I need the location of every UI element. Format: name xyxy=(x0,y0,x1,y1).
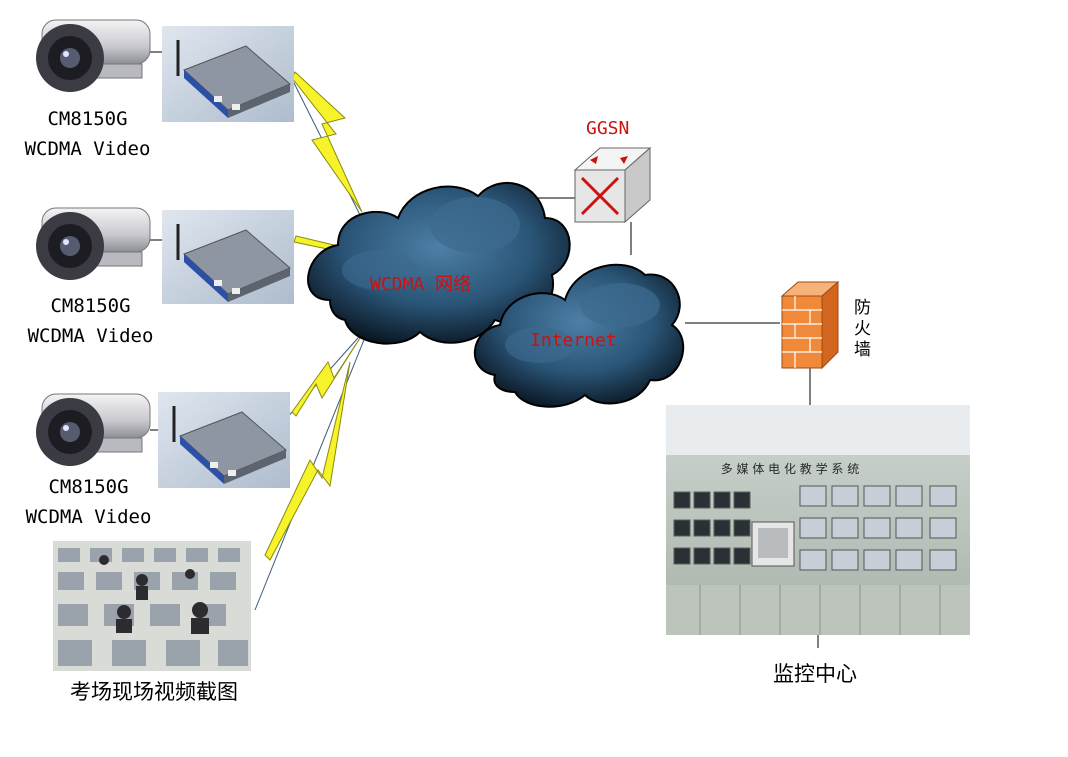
internet-cloud xyxy=(473,263,685,408)
camera-model: CM8150G xyxy=(48,476,129,498)
wcdma-router-icon xyxy=(158,392,290,488)
camera-desc: WCDMA Video xyxy=(24,138,151,160)
camera-desc: WCDMA Video xyxy=(25,506,152,528)
lightning-bolt-icon xyxy=(264,361,351,561)
firewall-char: 防 xyxy=(854,298,871,318)
firewall-label: 防 火 墙 xyxy=(854,298,871,361)
wcdma-router-icon xyxy=(162,26,294,122)
exam-room-photo xyxy=(53,541,251,671)
monitor-wall-text: 多 媒 体 电 化 教 学 系 统 xyxy=(721,461,860,476)
camera-label-3: CM8150G WCDMA Video xyxy=(11,472,166,532)
camera-model: CM8150G xyxy=(47,108,128,130)
camera-label-1: CM8150G WCDMA Video xyxy=(10,104,165,164)
ggsn-router-icon xyxy=(573,146,652,224)
lightning-bolt-icon xyxy=(291,337,361,417)
firewall-icon xyxy=(780,280,840,370)
firewall-char: 墙 xyxy=(854,340,871,360)
lightning-bolt-icon xyxy=(291,71,363,213)
camera-desc: WCDMA Video xyxy=(27,325,154,347)
camera-icon xyxy=(36,207,151,280)
wcdma-network-label: WCDMA 网络 xyxy=(370,274,472,295)
firewall-char: 火 xyxy=(854,319,871,339)
camera-icon xyxy=(36,19,151,92)
monitor-center-caption: 监控中心 xyxy=(773,662,857,686)
wcdma-network-cloud xyxy=(307,181,571,345)
camera-label-2: CM8150G WCDMA Video xyxy=(13,291,168,351)
ggsn-label: GGSN xyxy=(586,118,630,139)
internet-label: Internet xyxy=(530,330,617,351)
wcdma-router-icon xyxy=(162,210,294,304)
monitoring-center-photo: 多 媒 体 电 化 教 学 系 统 xyxy=(666,405,970,635)
camera-icon xyxy=(36,393,151,466)
camera-model: CM8150G xyxy=(50,295,131,317)
exam-caption: 考场现场视频截图 xyxy=(70,680,238,704)
